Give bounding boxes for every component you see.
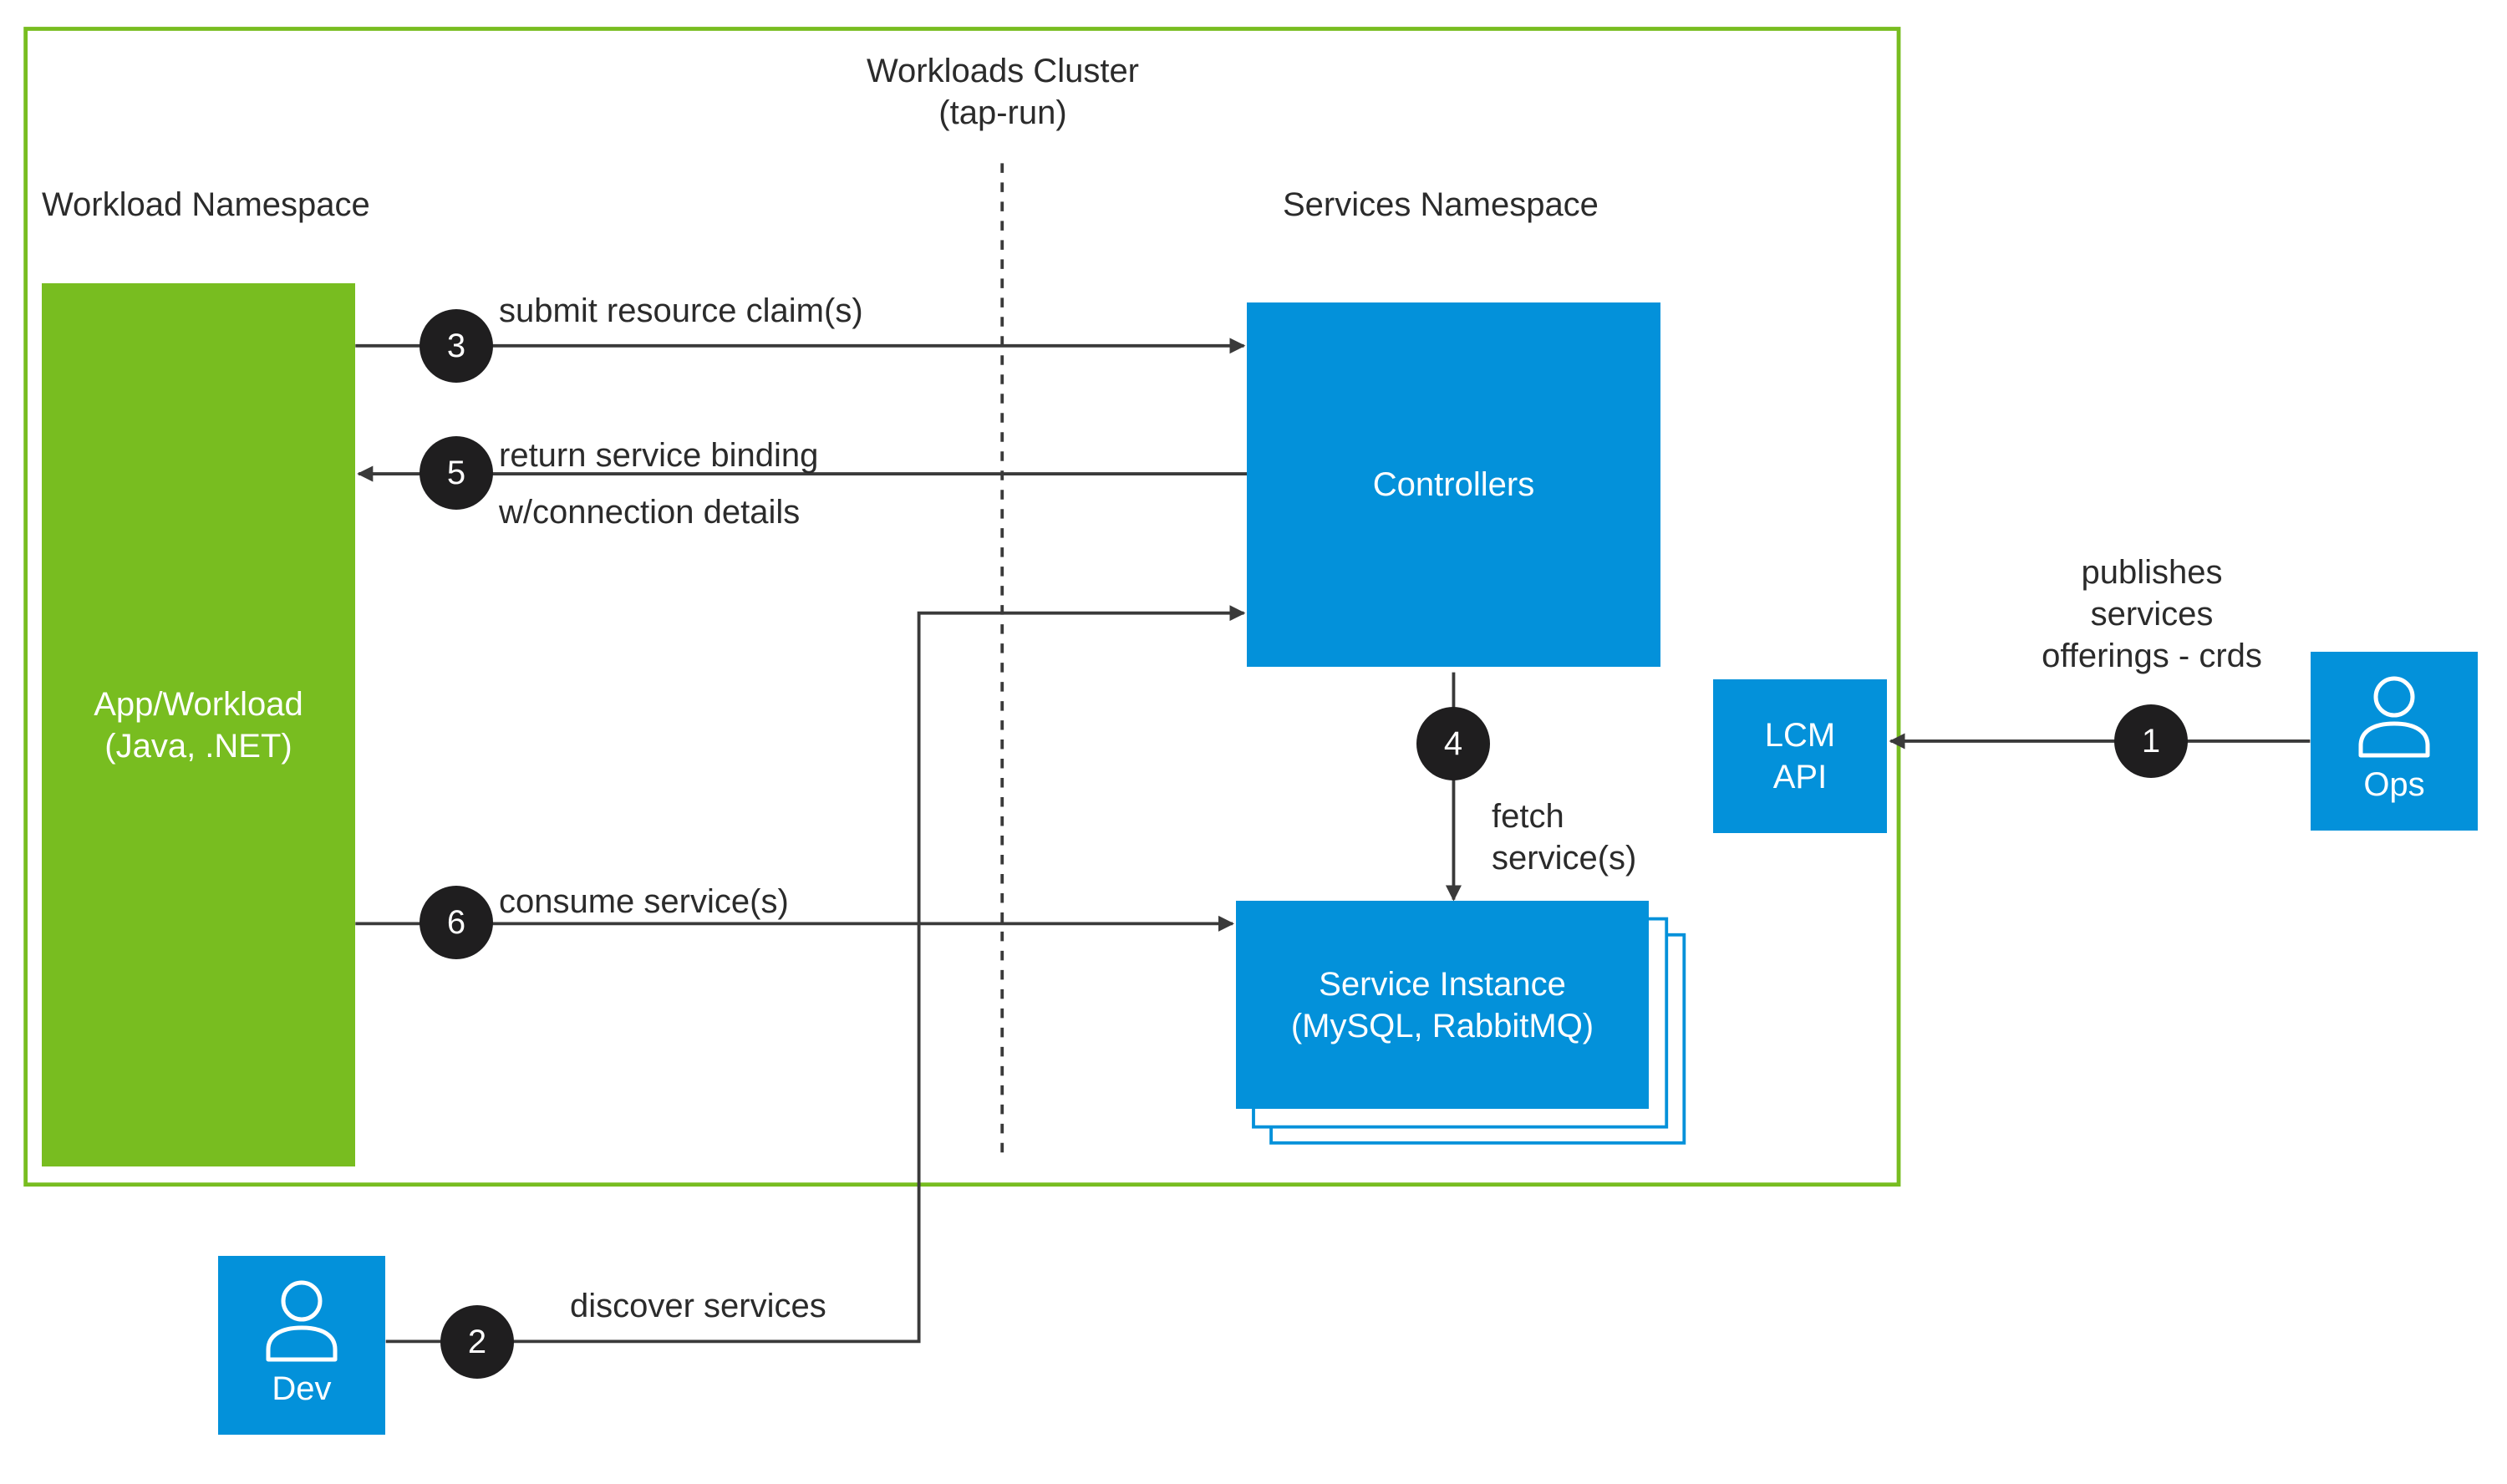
person-icon	[2358, 676, 2430, 758]
step-4-label: fetch service(s)	[1492, 795, 1636, 879]
step-badge-1: 1	[2114, 704, 2188, 778]
lcm-api-line2: API	[1772, 759, 1828, 795]
step-badge-4: 4	[1416, 707, 1490, 780]
step-6-label: consume service(s)	[499, 883, 789, 920]
ops-label: Ops	[2363, 766, 2425, 803]
app-workload-line1: App/Workload	[94, 685, 303, 723]
workload-namespace-label: Workload Namespace	[42, 186, 370, 223]
service-instance-line2: (MySQL, RabbitMQ)	[1290, 1007, 1594, 1044]
dev-label: Dev	[272, 1370, 332, 1407]
cluster-title-line1: Workloads Cluster	[866, 53, 1140, 89]
step-5-label-line2: w/connection details	[499, 494, 801, 531]
step-badge-5: 5	[420, 436, 493, 510]
service-instance-line1: Service Instance	[1319, 965, 1566, 1003]
step-1-label-line1: publishes	[2081, 554, 2223, 591]
cluster-title-line2: (tap-run)	[938, 94, 1067, 131]
services-namespace-label: Services Namespace	[1283, 186, 1599, 223]
cluster-title: Workloads Cluster (tap-run)	[836, 50, 1170, 134]
app-workload-line2: (Java, .NET)	[104, 727, 292, 765]
cluster-border	[23, 27, 1901, 1187]
step-4-label-line1: fetch	[1492, 798, 1564, 835]
person-icon	[266, 1280, 338, 1362]
step-1-label-line2: services	[2090, 596, 2214, 633]
controllers-box[interactable]: Controllers	[1247, 302, 1660, 667]
ops-actor-box[interactable]: Ops	[2311, 652, 2478, 831]
step-badge-2: 2	[440, 1305, 514, 1379]
arrow-discover-services	[385, 605, 1246, 1344]
step-3-label: submit resource claim(s)	[499, 292, 863, 329]
app-workload-box[interactable]: App/Workload (Java, .NET)	[42, 283, 355, 1166]
controllers-label: Controllers	[1372, 466, 1535, 503]
lcm-api-line1: LCM	[1764, 717, 1836, 754]
step-badge-3: 3	[420, 309, 493, 383]
dev-actor-box[interactable]: Dev	[218, 1256, 385, 1435]
step-badge-6: 6	[420, 886, 493, 959]
lcm-api-box[interactable]: LCM API	[1713, 679, 1887, 833]
step-4-label-line2: service(s)	[1492, 840, 1637, 877]
step-2-label: discover services	[570, 1288, 826, 1324]
step-5-label: return service binding w/connection deta…	[499, 427, 818, 541]
step-5-label-line1: return service binding	[499, 437, 819, 474]
service-instance-box[interactable]: Service Instance (MySQL, RabbitMQ)	[1236, 901, 1649, 1109]
step-1-label: publishes services offerings - crds	[1989, 551, 2315, 677]
step-1-label-line3: offerings - crds	[2042, 638, 2262, 674]
